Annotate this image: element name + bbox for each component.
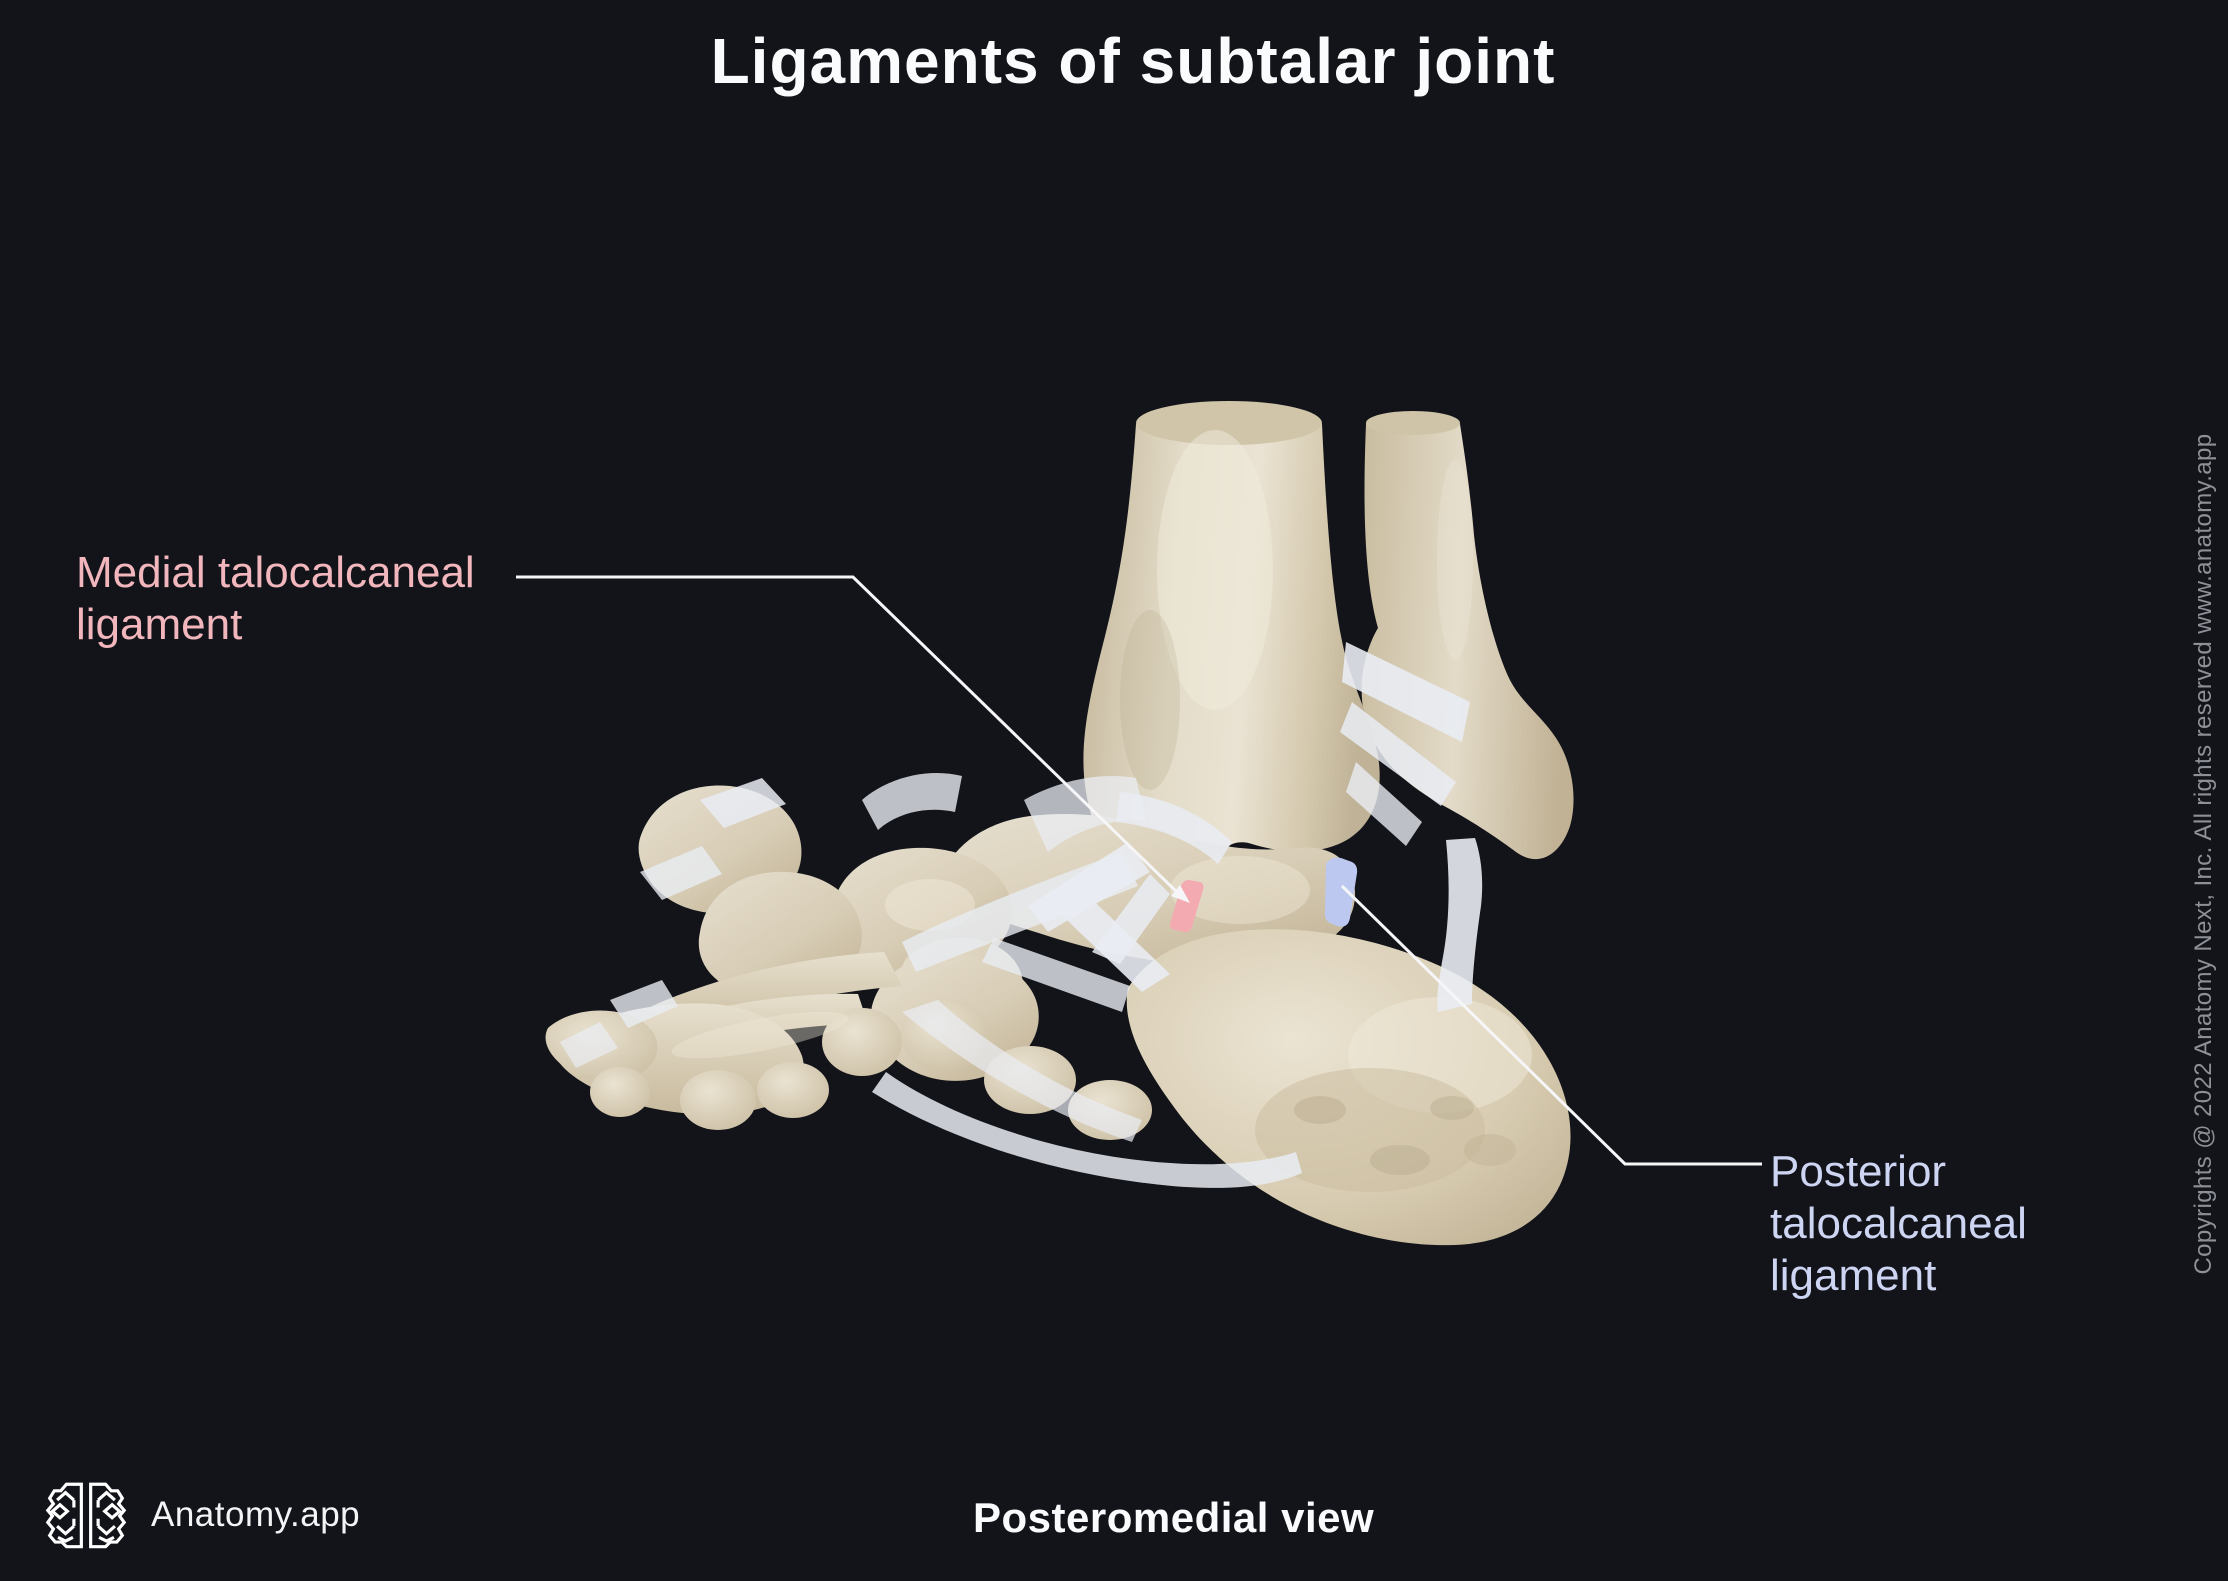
medial-leader-arrowhead [1171,885,1190,903]
label-line: talocalcaneal [1770,1199,2027,1248]
page-title: Ligaments of subtalar joint [710,25,1556,97]
label-line: ligament [76,600,243,649]
ligament-bands [560,642,1483,1188]
view-label: Posteromedial view [973,1494,1375,1541]
bone-calcaneus [1126,929,1571,1246]
label-line: Medial talocalcaneal [76,548,475,597]
medial-talocalcaneal-ligament-highlight [1169,880,1204,933]
brand-name: Anatomy.app [151,1495,361,1534]
brain-logo-icon [45,1482,126,1549]
leader-lines [516,575,1762,1166]
bone-tibia [1083,401,1380,884]
posterior-ligament-leader-line [1340,884,1762,1166]
posterior-talocalcaneal-ligament-highlight [1324,857,1358,927]
medial-ligament-leader-line [516,575,1185,900]
medial-talocalcaneal-label: Medial talocalcaneal ligament [76,547,475,651]
copyright-text: Copyrights @ 2022 Anatomy Next, Inc. All… [2190,433,2217,1275]
posterior-talocalcaneal-label: Posterior talocalcaneal ligament [1770,1146,2027,1302]
brand: Anatomy.app [45,1477,360,1553]
bone-fibula [1361,411,1574,860]
label-line: ligament [1770,1251,1937,1300]
label-line: Posterior [1770,1147,1947,1196]
